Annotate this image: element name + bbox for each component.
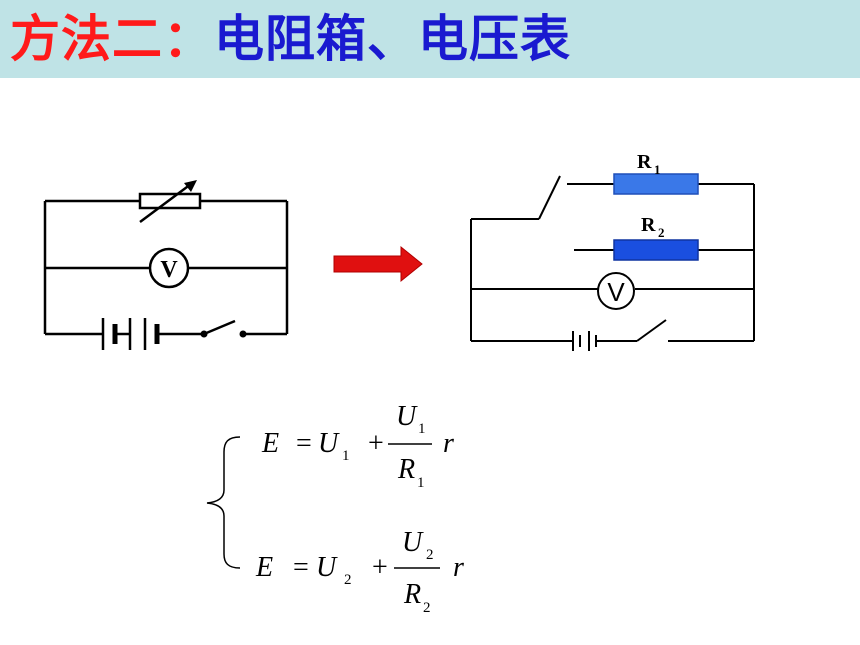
resistor-r2-icon: R 2 (613, 214, 699, 261)
eq1-E: E (261, 428, 279, 459)
eq1-denominator-subscript: 1 (417, 475, 425, 491)
right-voltmeter-label: V (607, 277, 625, 307)
eq2-equals: = (293, 552, 309, 583)
right-battery-icon (572, 331, 597, 351)
eq1-numerator-subscript: 1 (418, 421, 426, 437)
title-bar: 方法二：电阻箱、电压表 (0, 0, 860, 78)
eq1-numerator: U (396, 401, 418, 432)
title-part-instruments: 电阻箱、电压表 (214, 10, 571, 68)
eq2-numerator-subscript: 2 (426, 547, 434, 563)
left-voltmeter-label: V (160, 257, 178, 283)
equation-1: E = U 1 + U 1 R 1 r (261, 401, 454, 491)
resistor-r1-icon: R 1 (613, 151, 699, 195)
eq1-equals: = (296, 428, 312, 459)
r2-label: R (641, 214, 656, 236)
eq2-denominator: R (403, 579, 421, 610)
eq2-U-subscript: 2 (344, 572, 352, 588)
variable-resistor-icon (138, 180, 202, 224)
r1-subscript: 1 (654, 162, 661, 177)
eq2-U: U (316, 552, 338, 583)
eq1-U: U (318, 428, 340, 459)
left-voltmeter: V (148, 247, 190, 289)
left-battery-icon (101, 318, 160, 350)
right-circuit (470, 175, 755, 342)
r2-subscript: 2 (658, 225, 665, 240)
eq2-numerator: U (402, 527, 424, 558)
equation-2: E = U 2 + U 2 R 2 r (255, 527, 464, 616)
eq2-r: r (453, 552, 464, 583)
eq2-E: E (255, 552, 273, 583)
title-part-method: 方法二： (10, 10, 214, 68)
transform-arrow-icon (333, 245, 423, 283)
eq1-denominator: R (397, 454, 415, 485)
eq1-plus: + (368, 428, 384, 459)
eq2-denominator-subscript: 2 (423, 600, 431, 616)
left-circuit (43, 199, 289, 336)
eq1-U-subscript: 1 (342, 448, 350, 464)
slide-title: 方法二：电阻箱、电压表 (10, 4, 571, 74)
left-switch-icon (200, 319, 247, 338)
right-voltmeter: V (597, 272, 635, 310)
eq1-r: r (443, 428, 454, 459)
eq2-plus: + (372, 552, 388, 583)
r1-label: R (637, 151, 652, 173)
equation-brace-icon (206, 436, 241, 569)
